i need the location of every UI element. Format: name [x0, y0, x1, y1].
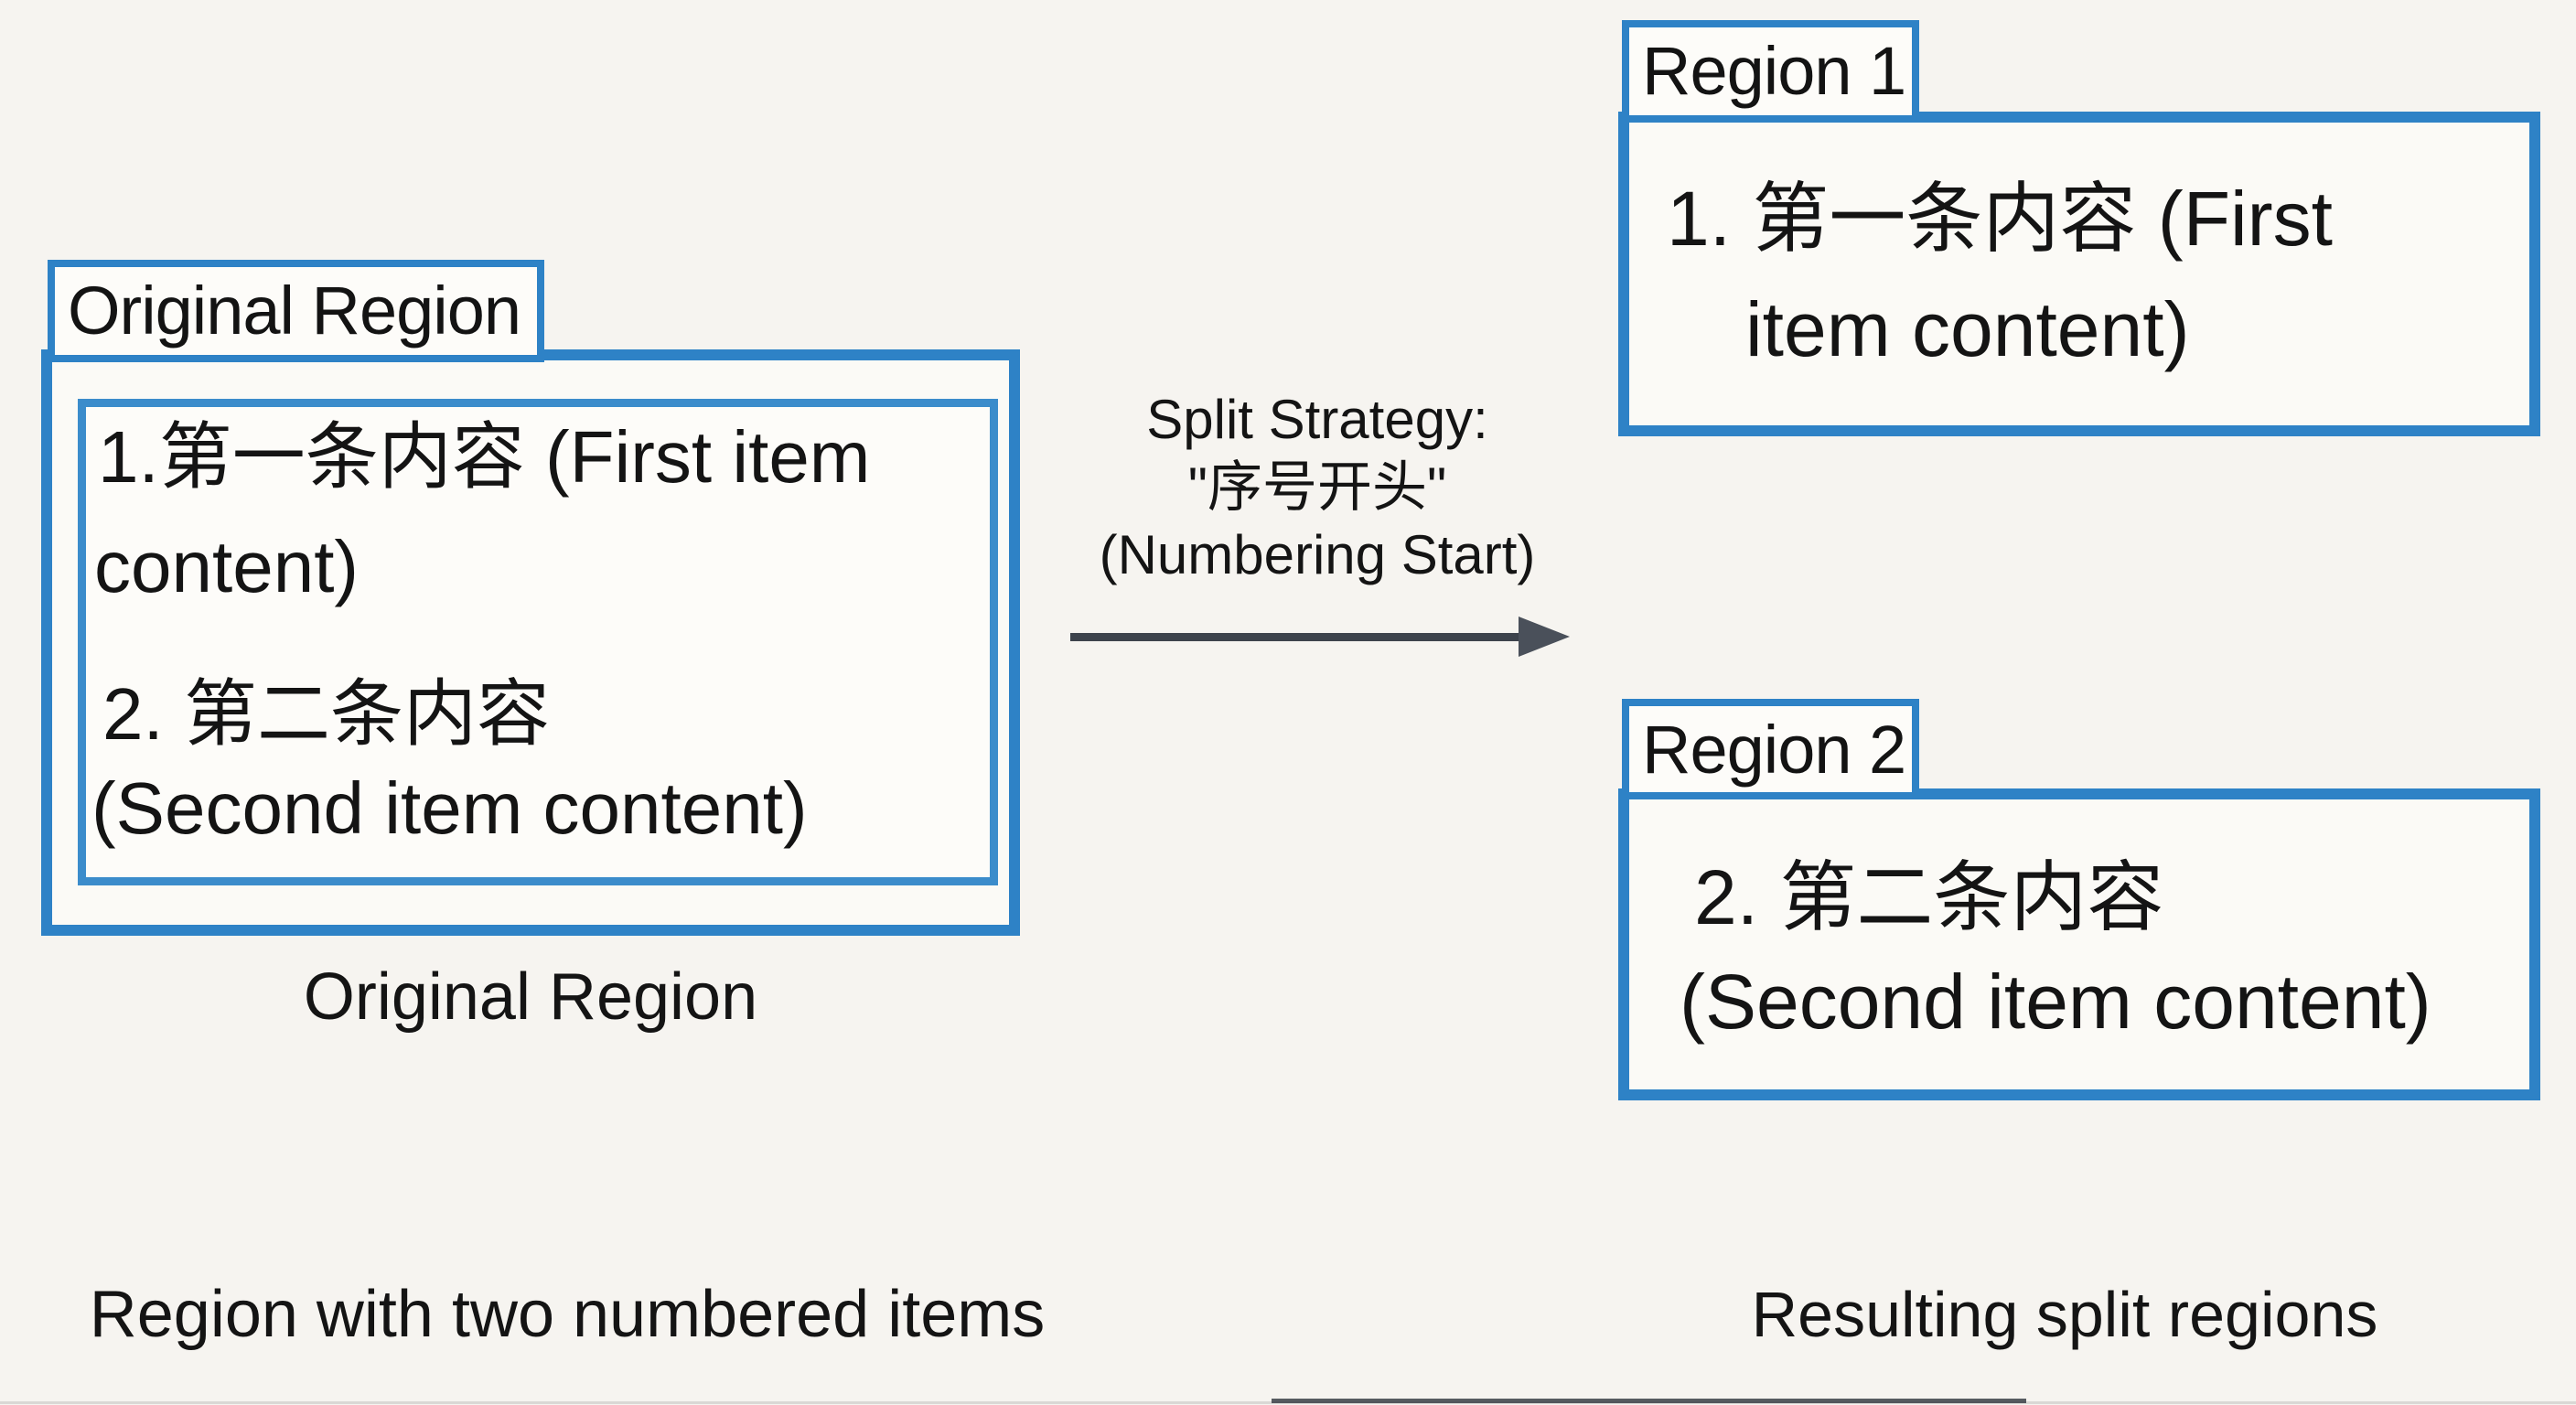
region2-line1: 2. 第二条内容	[1694, 854, 2164, 940]
split-arrow-head-icon	[1519, 617, 1570, 657]
region2-tab: Region 2	[1622, 699, 1919, 799]
original-region-caption: Original Region	[303, 960, 758, 1034]
original-region-tab: Original Region	[48, 260, 544, 362]
region1-line1: 1. 第一条内容 (First	[1667, 176, 2333, 262]
region1-box	[1618, 112, 2540, 436]
original-item2-line2: (Second item content)	[91, 767, 808, 849]
region2-tab-label: Region 2	[1642, 712, 1906, 788]
region1-tab: Region 1	[1622, 20, 1919, 123]
right-bottom-caption: Resulting split regions	[1751, 1279, 2378, 1350]
original-item2-line1: 2. 第二条内容	[102, 673, 550, 755]
region2-line2: (Second item content)	[1680, 959, 2431, 1045]
bottom-edge-dark-line	[1272, 1399, 2026, 1403]
original-region-tab-label: Original Region	[68, 273, 521, 349]
original-item1-line2: content)	[94, 526, 360, 607]
original-region-inner-box	[78, 399, 998, 885]
region1-line2: item content)	[1745, 286, 2190, 372]
split-strategy-label: Split Strategy: "序号开头" (Numbering Start)	[1043, 386, 1592, 589]
region1-tab-label: Region 1	[1642, 33, 1906, 109]
split-strategy-label-line2: "序号开头"	[1187, 456, 1447, 518]
split-strategy-label-line1: Split Strategy:	[1146, 389, 1488, 450]
left-bottom-caption: Region with two numbered items	[89, 1278, 1046, 1351]
original-item1-line1: 1.第一条内容 (First item	[98, 416, 871, 498]
split-strategy-label-line3: (Numbering Start)	[1099, 524, 1536, 585]
split-arrow-shaft	[1070, 633, 1524, 641]
